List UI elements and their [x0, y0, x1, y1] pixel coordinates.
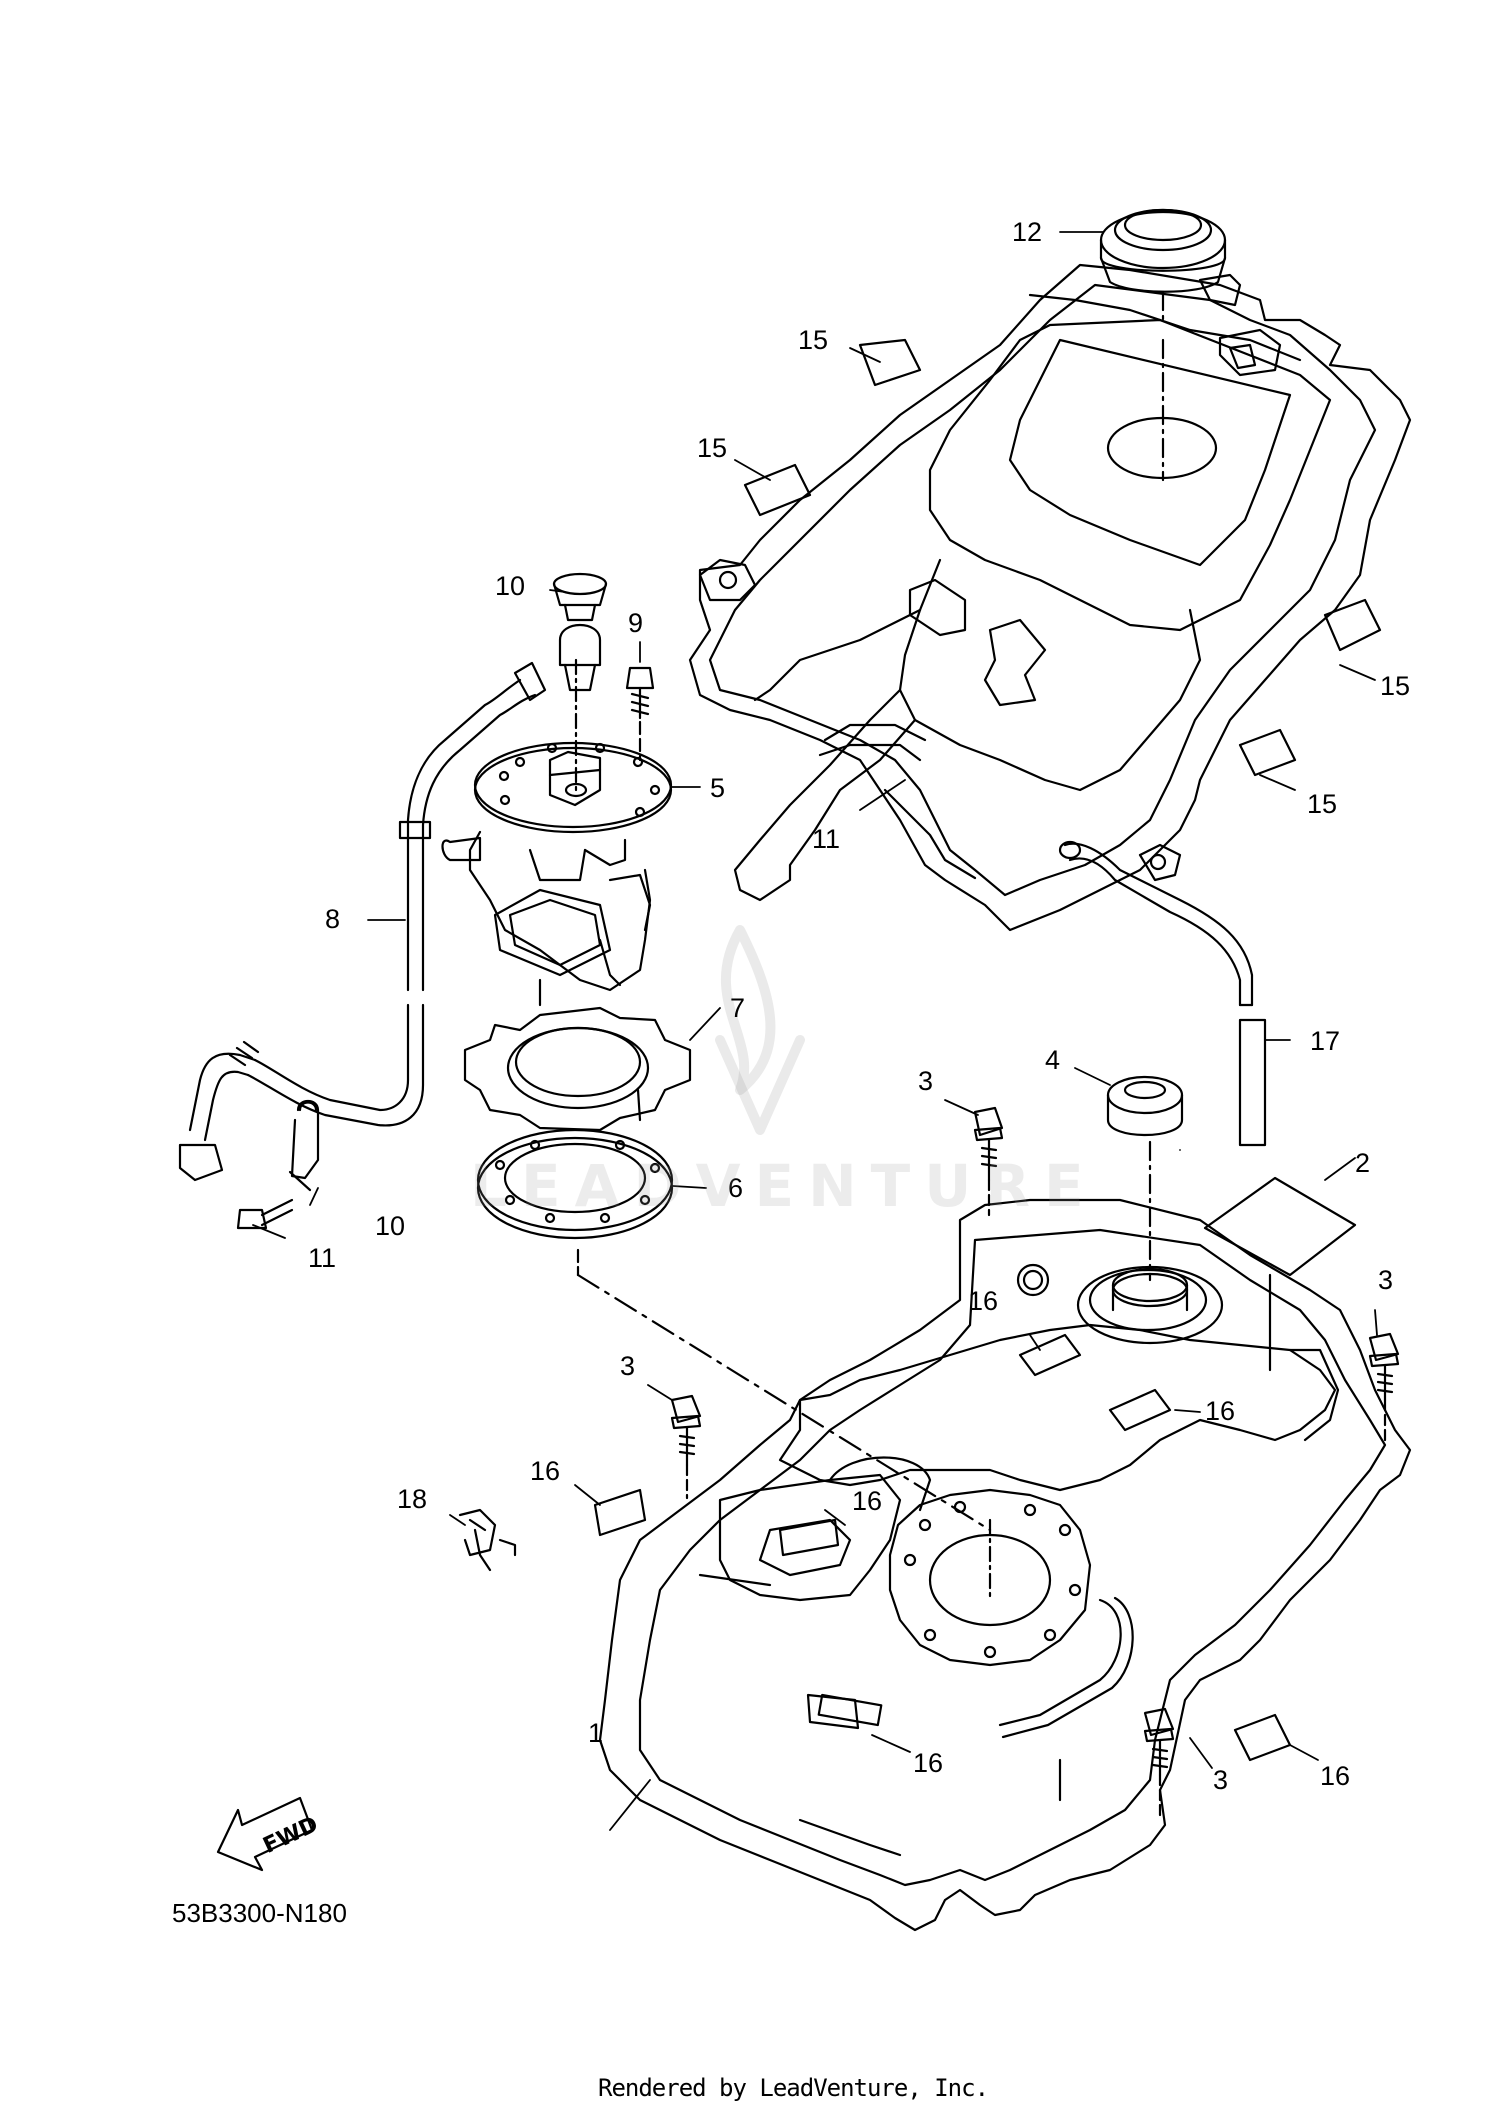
drawing-code: 53B3300-N180: [172, 1898, 347, 1928]
callout-3: 3: [620, 1351, 636, 1381]
callout-16: 16: [913, 1748, 944, 1778]
callout-3: 3: [1378, 1265, 1394, 1295]
grommet-4: [1106, 1075, 1184, 1282]
vent-hose: [1058, 840, 1267, 1147]
decal-15-c: [1323, 598, 1382, 652]
fuel-hose: [178, 661, 547, 1182]
callout-18: 18: [397, 1484, 428, 1514]
callout-6: 6: [728, 1173, 744, 1203]
pump-cap: [552, 572, 608, 622]
leader-lines: [252, 231, 1378, 1831]
watermark-text: LEADVENTURE: [470, 1152, 1098, 1220]
callout-11: 10: [375, 1211, 406, 1241]
decal-16-group: [593, 1333, 1292, 1762]
callout-8: 9: [628, 608, 644, 638]
pump-retainer: [463, 1006, 692, 1132]
caution-label: [1203, 1176, 1357, 1372]
bolt-12: [236, 1198, 294, 1230]
callout-12: 11: [308, 1243, 337, 1273]
hose-clamp: [288, 1099, 320, 1192]
callout-1: 1: [588, 1718, 604, 1748]
decal-15-d: [1238, 728, 1297, 777]
callout-16: 16: [530, 1456, 561, 1486]
callout-16: 16: [1320, 1761, 1351, 1791]
screw-8: [625, 666, 655, 762]
decal-15-b: [743, 463, 812, 517]
render-credit: Rendered by LeadVenture, Inc.: [598, 2074, 989, 2102]
ring-gasket: [476, 1128, 674, 1240]
callout-17: 17: [1310, 1026, 1341, 1056]
fuel-tank: [598, 1198, 1412, 1932]
decal-15-group: [743, 338, 1382, 777]
filler-cap: [1099, 208, 1227, 293]
callout-13: 11: [812, 824, 841, 854]
bolt-3-c: [1368, 1332, 1400, 1442]
callout-9: 10: [495, 571, 526, 601]
callout-16: 16: [1205, 1396, 1236, 1426]
callout-3: 3: [918, 1066, 934, 1096]
clip-18: [458, 1508, 517, 1572]
callout-7: 7: [730, 993, 746, 1023]
callout-16: 16: [968, 1286, 999, 1316]
callout-15: 15: [697, 433, 728, 463]
callout-4: 4: [1045, 1045, 1061, 1075]
callout-15: 15: [1380, 671, 1411, 701]
decal-15-a: [858, 338, 922, 387]
callout-16: 16: [852, 1486, 883, 1516]
callout-15: 15: [798, 325, 829, 355]
callout-14: 12: [1012, 217, 1043, 247]
cover-panel: [688, 263, 1412, 932]
callout-5: 5: [710, 773, 726, 803]
bolt-3-a: [973, 1106, 1004, 1217]
callout-10: 8: [325, 904, 341, 934]
bolt-3-b: [670, 1394, 702, 1500]
watermark-logo: [715, 925, 805, 1135]
callout-2: 2: [1355, 1148, 1371, 1178]
callout-3: 3: [1213, 1765, 1229, 1795]
callout-15: 15: [1307, 789, 1338, 819]
fwd-arrow: [216, 1796, 314, 1872]
fuel-pump: [441, 624, 673, 1007]
